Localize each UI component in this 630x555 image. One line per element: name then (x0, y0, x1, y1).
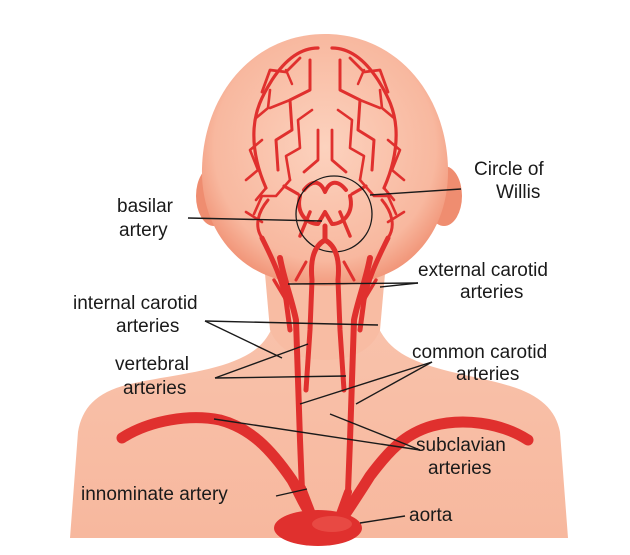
leader-lines (187, 188, 462, 524)
head-silhouette (201, 34, 449, 286)
label-circle-of-willis-line1: Circle of (474, 159, 544, 180)
label-vertebral-line1: vertebral (115, 354, 189, 375)
label-basilar-line2: artery (119, 220, 168, 241)
neck-arteries (259, 223, 391, 495)
label-internal-carotid-line1: internal carotid (73, 293, 198, 314)
label-common-carotid-line1: common carotid (412, 342, 547, 363)
label-subclavian-line2: arteries (428, 458, 491, 479)
label-subclavian-line1: subclavian (416, 435, 506, 456)
label-circle-of-willis-line2: Willis (496, 182, 540, 203)
label-basilar-line1: basilar (117, 196, 174, 217)
label-external-carotid-line2: arteries (460, 282, 523, 303)
label-innominate: innominate artery (81, 484, 228, 505)
label-internal-carotid-line2: arteries (116, 316, 179, 337)
labels: Circle of Willis basilar artery external… (73, 159, 548, 526)
torso-silhouette (70, 300, 568, 538)
thoracic-arteries (116, 412, 534, 546)
label-external-carotid-line1: external carotid (418, 260, 548, 281)
label-common-carotid-line2: arteries (456, 364, 519, 385)
label-aorta: aorta (409, 505, 453, 526)
cerebral-arteries (244, 46, 406, 240)
label-vertebral-line2: arteries (123, 378, 186, 399)
